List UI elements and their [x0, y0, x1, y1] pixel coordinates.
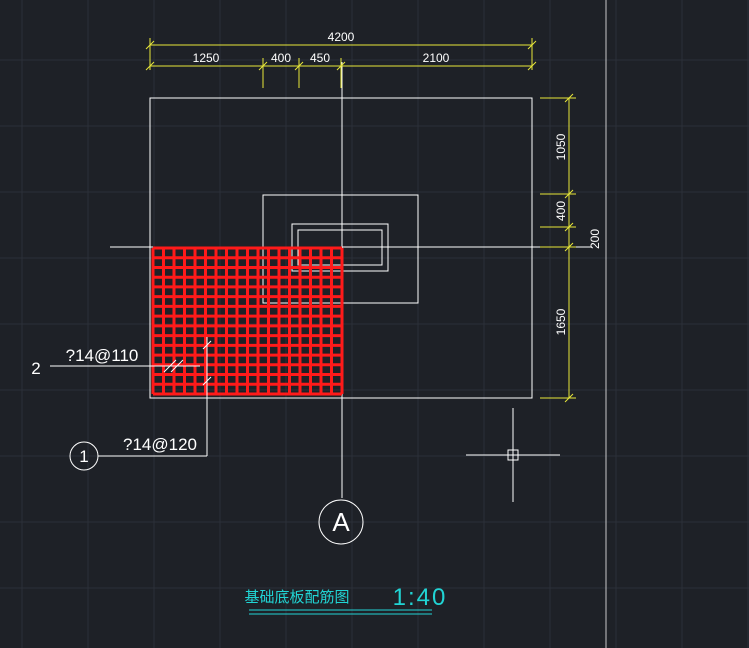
axis-label-a: A — [332, 507, 350, 537]
dim-tick — [145, 40, 155, 50]
dim-tick — [564, 93, 574, 103]
dim-right-label-extra: 200 — [588, 229, 602, 249]
right-dimensions — [540, 93, 576, 403]
dim-right-label-2: 400 — [554, 201, 568, 221]
dim-right-label-1: 1050 — [554, 133, 568, 160]
slab-outline[interactable] — [149, 97, 533, 399]
dim-tick — [564, 222, 574, 232]
dim-seg-label-2: 400 — [271, 51, 291, 65]
dim-tick — [527, 61, 537, 71]
top-dimensions — [145, 38, 537, 88]
dim-total-label: 4200 — [328, 30, 355, 44]
rebar-leader-1[interactable] — [69, 390, 208, 471]
dim-tick — [258, 61, 268, 71]
axis-bubble-a[interactable] — [318, 499, 364, 545]
dim-tick — [564, 242, 574, 252]
dim-tick — [294, 61, 304, 71]
rebar-leader-2[interactable] — [50, 337, 212, 390]
dim-tick — [145, 61, 155, 71]
dim-seg-label-4: 2100 — [423, 51, 450, 65]
dim-tick — [527, 40, 537, 50]
dim-tick — [564, 393, 574, 403]
drawing-scale: 1:40 — [393, 584, 448, 611]
dim-right-label-3: 1650 — [554, 308, 568, 335]
rebar-spec-2: ?14@110 — [66, 346, 139, 365]
rebar-mesh[interactable] — [151, 246, 344, 396]
rebar-number-1: 1 — [79, 447, 88, 466]
drawing-title: 基础底板配筋图 — [244, 588, 349, 606]
crosshair-cursor-icon — [466, 408, 560, 502]
dim-seg-label-1: 1250 — [193, 51, 220, 65]
dim-seg-label-3: 450 — [310, 51, 330, 65]
dim-tick — [564, 189, 574, 199]
dim-tick — [336, 61, 346, 71]
rebar-number-2: 2 — [31, 359, 40, 378]
rebar-spec-1: ?14@120 — [123, 435, 197, 454]
